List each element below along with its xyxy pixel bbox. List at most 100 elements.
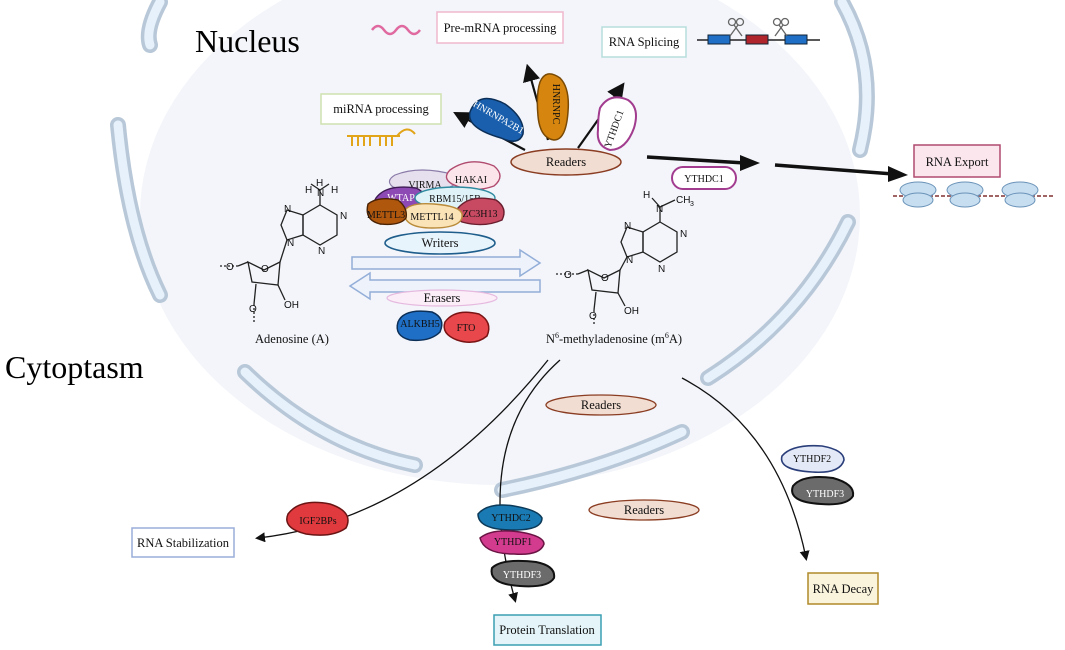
svg-text:N: N [680,229,687,240]
pre-mrna-box [436,11,564,44]
readers-pill-nucleus [510,148,622,176]
svg-text:YTHDC2: YTHDC2 [491,513,530,524]
rna-splicing-box [601,26,687,58]
m6a-label: N6-methyladenosine (m6A) [546,331,682,346]
protein-igf2bps: IGF2BPs [286,501,349,536]
protein-ythdf1: YTHDF1 [479,530,545,556]
splicing-icon [697,17,820,45]
svg-text:YTHDF2: YTHDF2 [793,454,831,465]
protein-translation-box [493,614,602,646]
rna-splicing-label: RNA Splicing [609,35,680,49]
svg-text:N: N [318,246,325,257]
protein-fto: FTO [443,311,490,343]
writers-label: Writers [422,236,459,250]
svg-text:YTHDC1: YTHDC1 [684,174,723,185]
rna-stabilization-box [131,527,235,558]
export-arrowhead-inner [740,155,760,171]
adenosine-label: Adenosine (A) [255,332,329,346]
protein-hnrnpc: HNRNPC [536,73,570,141]
protein-translation-label: Protein Translation [499,623,595,637]
readers-pill-cyto-1 [545,394,657,416]
protein-mettl14: METTL14 [403,202,463,229]
svg-text:O: O [261,264,269,275]
ribosome-mrna-icon [893,181,1055,208]
adenosine-structure [220,183,338,322]
readers-label-nucleus: Readers [546,155,586,169]
protein-ythdf3-a: YTHDF3 [490,559,556,588]
protein-ythdf3-b: YTHDF3 [791,476,855,506]
reverse-arrow [348,271,541,301]
protein-ythdc1-a: YTHDC1 [596,96,637,152]
mirna-label: miRNA processing [333,102,429,116]
rna-decay-box [807,572,879,605]
export-arrow-inner [646,155,746,165]
svg-text:O: O [249,304,257,315]
svg-text:H: H [316,178,323,189]
adenosine-atoms: H H H N N N N N N O O O OH [226,178,347,315]
export-arrowhead-outer [888,166,908,182]
pre-mrna-label: Pre-mRNA processing [444,21,558,35]
svg-text:HNRNPC: HNRNPC [550,84,561,125]
nuclear-envelope [110,0,875,498]
protein-alkbh5: ALKBH5 [396,310,443,342]
svg-text:N: N [658,264,665,275]
rna-export-box [913,144,1001,178]
svg-text:N: N [340,211,347,222]
svg-text:METTL14: METTL14 [410,212,453,223]
writers-pill [384,231,496,255]
protein-ythdf2: YTHDF2 [780,444,845,474]
svg-text:O: O [601,273,609,284]
svg-text:ZC3H13: ZC3H13 [463,209,498,220]
svg-text:OH: OH [284,300,299,311]
svg-text:OH: OH [624,306,639,317]
export-arrow-outer [774,163,894,176]
svg-text:O: O [589,311,597,322]
forward-arrow [351,248,542,278]
readers-label-cyto-2: Readers [624,503,664,517]
svg-text:N: N [317,188,324,199]
pre-mrna-squiggle-icon [371,24,421,36]
svg-text:YTHDF1: YTHDF1 [494,537,532,548]
svg-text:WTAP: WTAP [387,193,415,204]
svg-text:N: N [287,238,294,249]
svg-text:3: 3 [690,201,694,208]
m6a-structure [555,197,678,326]
erasers-pill [386,289,498,307]
erasers-label: Erasers [424,291,461,305]
svg-text:N: N [626,255,633,266]
svg-text:YTHDF3: YTHDF3 [806,489,844,500]
svg-text:N: N [656,204,663,215]
svg-text:O: O [226,262,234,273]
svg-text:YTHDF3: YTHDF3 [503,570,541,581]
protein-hakai: HAKAI [445,161,501,191]
svg-text:IGF2BPs: IGF2BPs [299,516,336,527]
protein-mettl3: METTL3 [366,197,408,226]
svg-text:N: N [284,204,291,215]
svg-text:ALKBH5: ALKBH5 [400,319,439,330]
rna-decay-label: RNA Decay [813,582,874,596]
writer-complex: VIRMA HAKAI WTAP RBM15/15B ZC3H13 METTL1… [366,161,505,229]
mirna-icon [347,128,416,146]
cytoplasm-title: Cytoptasm [5,349,144,385]
svg-text:RBM15/15B: RBM15/15B [429,194,481,205]
rna-export-label: RNA Export [926,155,989,169]
m6a-atoms: H N CH 3 N N N N O O O OH [564,190,694,322]
svg-text:METTL3: METTL3 [367,210,405,221]
nucleus-title: Nucleus [195,23,300,59]
readers-pill-cyto-2 [588,499,700,521]
svg-text:H: H [643,190,650,201]
svg-text:O: O [564,270,572,281]
nucleus-body [140,0,860,485]
svg-text:CH: CH [676,195,690,206]
svg-text:VIRMA: VIRMA [408,180,442,191]
svg-text:FTO: FTO [457,323,476,334]
rna-stabilization-label: RNA Stabilization [137,536,230,550]
protein-ythdc1-b: YTHDC1 [671,166,737,190]
svg-text:H: H [331,185,338,196]
svg-text:HAKAI: HAKAI [455,175,487,186]
svg-text:H: H [305,185,312,196]
protein-ythdc2: YTHDC2 [477,504,543,531]
mirna-box [320,93,442,125]
svg-text:N: N [624,221,631,232]
